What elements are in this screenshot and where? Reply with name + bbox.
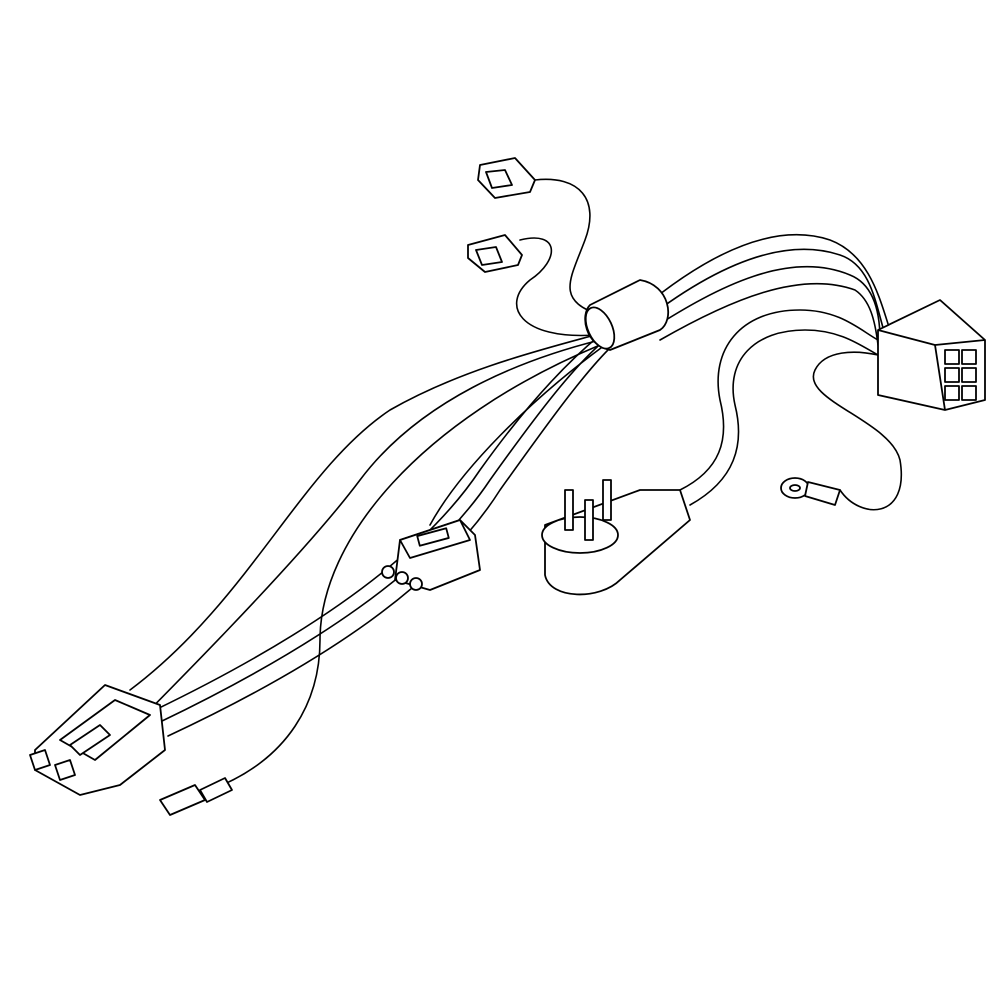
power-cord xyxy=(679,309,879,506)
connector-top-1 xyxy=(477,157,536,199)
wire-bundle-right xyxy=(639,234,891,346)
wire-bundle-main xyxy=(79,334,613,791)
bundle-sleeve xyxy=(584,279,669,351)
connector-top-2 xyxy=(467,234,523,273)
ring-terminal xyxy=(780,477,841,506)
spade-terminal xyxy=(159,777,233,816)
connector-bottom-left xyxy=(29,684,166,796)
ground-wire xyxy=(812,351,903,511)
wires-top-connectors xyxy=(515,178,601,337)
connector-12-pin xyxy=(877,299,986,411)
power-plug xyxy=(541,479,691,596)
connector-middle xyxy=(381,519,481,591)
